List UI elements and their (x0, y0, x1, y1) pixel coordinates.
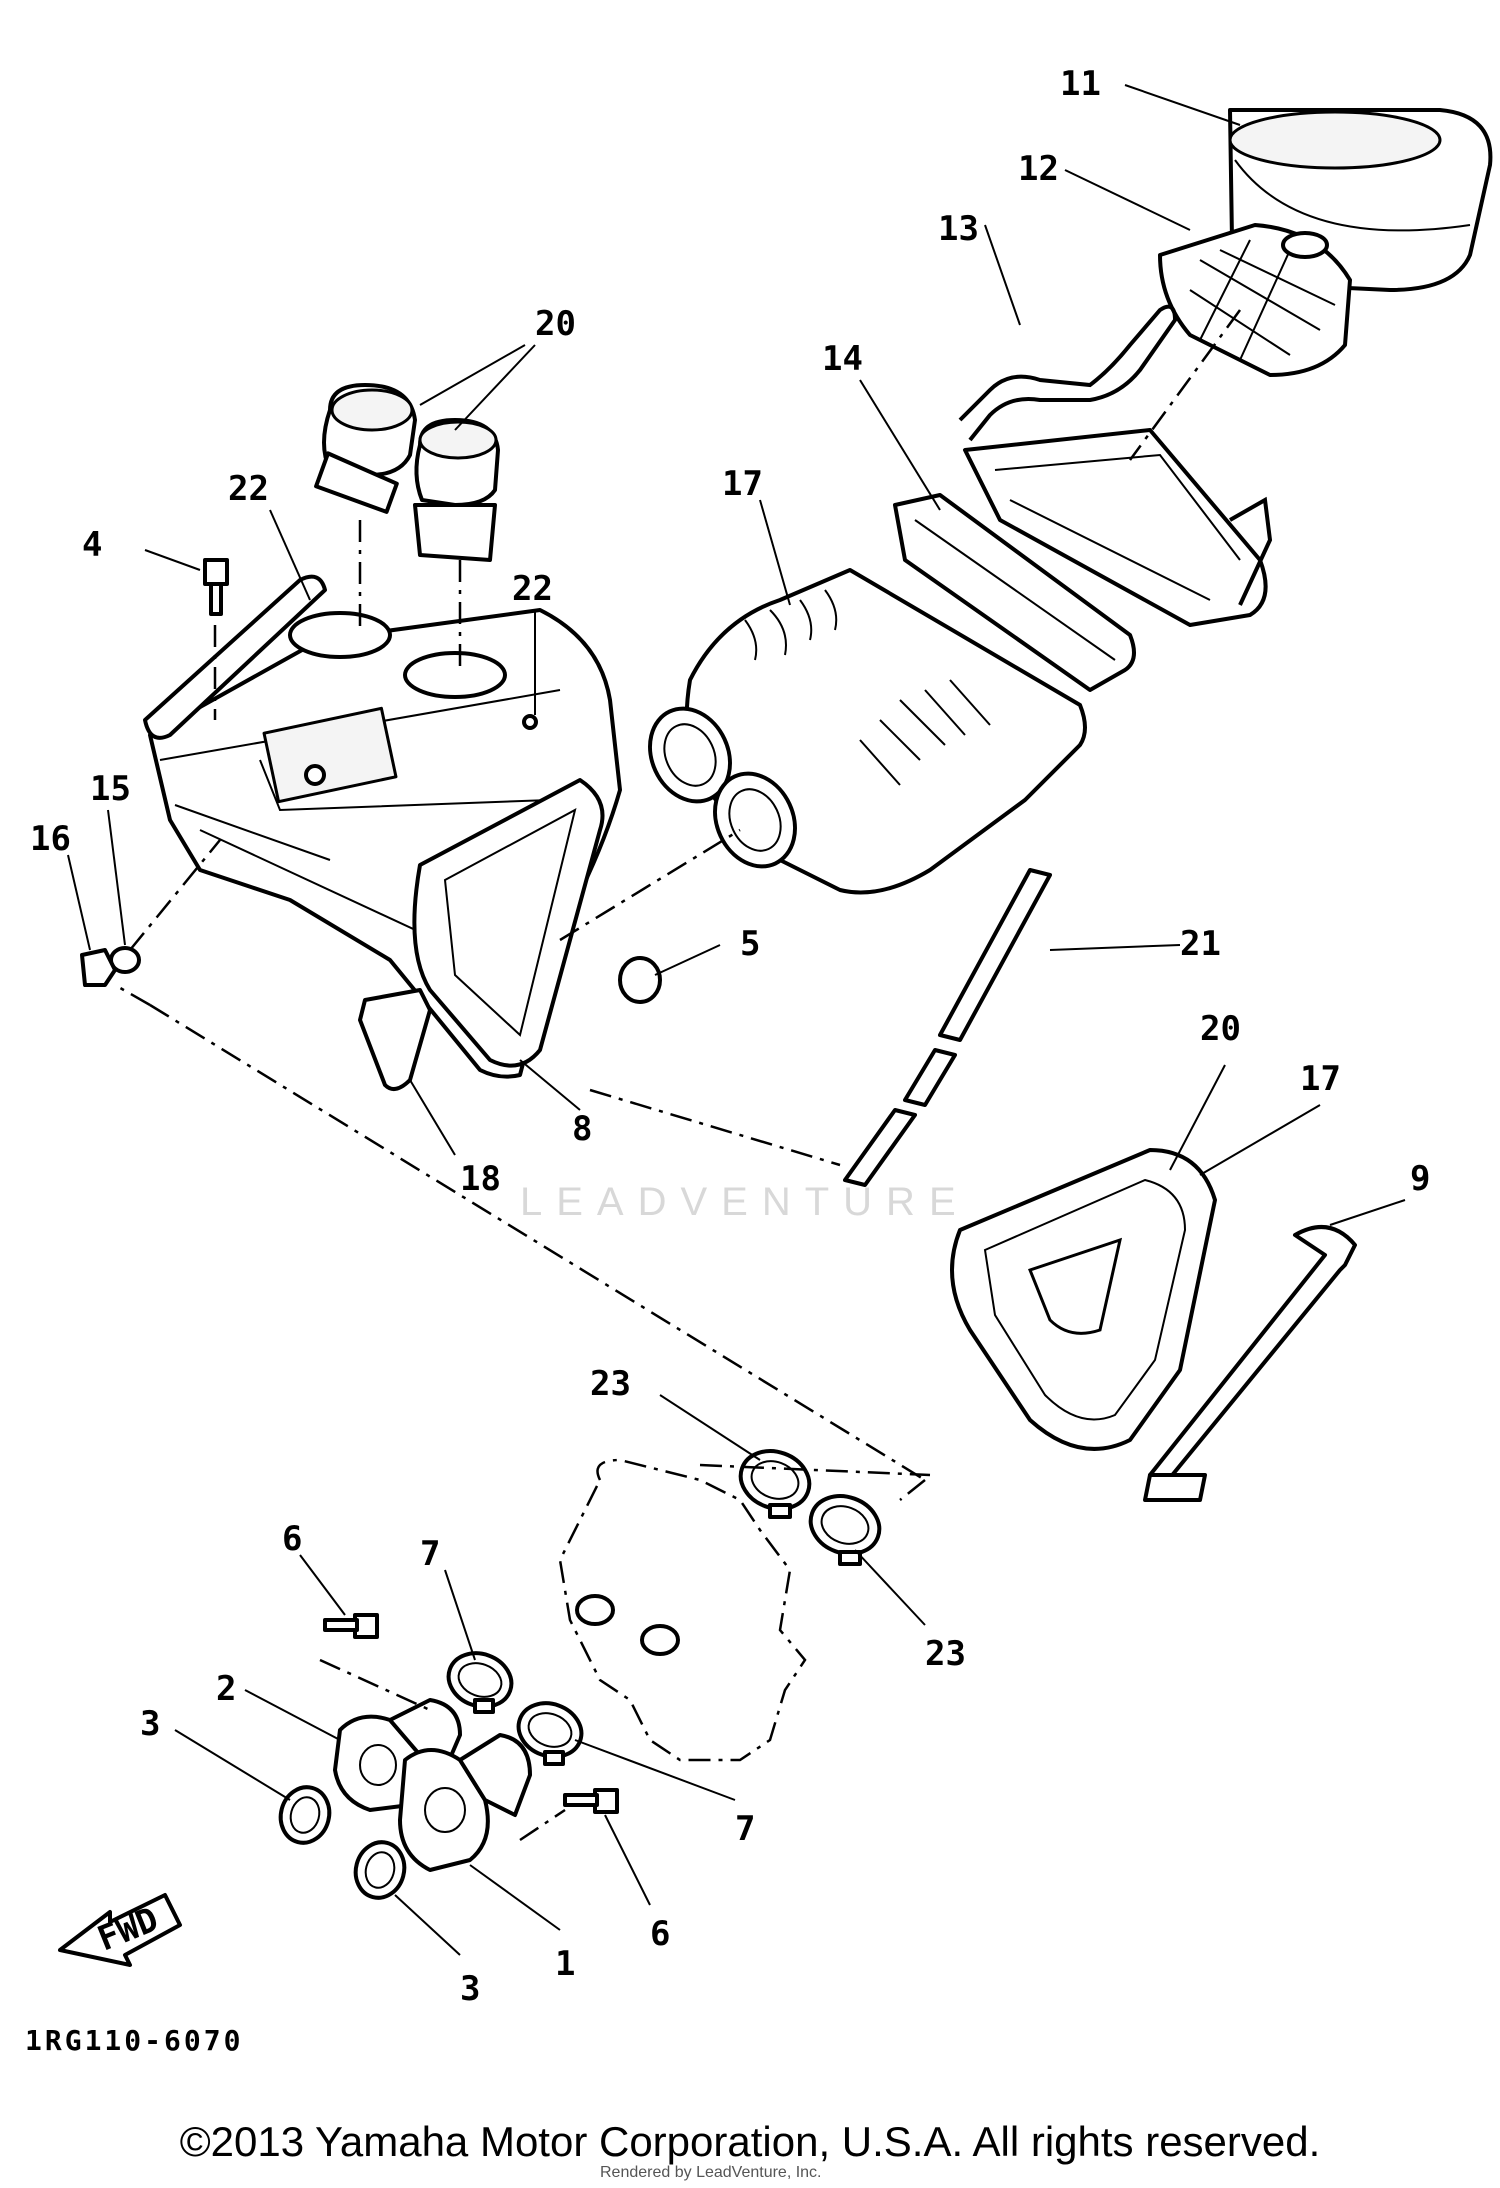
callout-12: 13 (938, 209, 979, 249)
assembly-lines (114, 309, 1242, 1842)
watermark: LEADVENTURE (520, 1180, 970, 1224)
drawing-code: 1RG110-6070 (25, 2024, 243, 2057)
callout-10: 11 (1060, 64, 1101, 104)
callout-22-right: 22 (512, 569, 553, 609)
part-3-o-ring-lower (353, 1840, 407, 1900)
callout-9: 9 (1410, 1159, 1430, 1199)
callout-1: 1 (555, 1944, 575, 1984)
part-18-drain-cap (358, 988, 432, 1091)
callout-13: 14 (822, 339, 863, 379)
part-1-joint (398, 1733, 532, 1872)
part-23-clamp-lower (808, 1494, 882, 1566)
callout-21: 21 (1180, 924, 1221, 964)
callout-14: 15 (90, 769, 131, 809)
callout-22-left: 22 (228, 469, 269, 509)
callout-4: 4 (82, 525, 102, 565)
part-13-cover-seal (893, 493, 1136, 692)
part-22-plate-left (143, 574, 327, 740)
callout-16: 17 (722, 464, 763, 504)
callout-5: 5 (740, 924, 760, 964)
part-5-damper (618, 956, 662, 1004)
callout-3-lower: 3 (460, 1969, 480, 2009)
part-6-bolt-upper (323, 1613, 379, 1639)
part-12-breather-pipe (958, 304, 1273, 627)
callout-7-lower: 7 (735, 1809, 755, 1849)
callout-17: 17 (1300, 1059, 1341, 1099)
rendered-by-note: Rendered by LeadVenture, Inc. (600, 2164, 822, 2181)
fwd-arrow-icon: FWD (58, 1893, 182, 1967)
callout-7-upper: 7 (420, 1534, 440, 1574)
callout-23-upper: 23 (590, 1364, 631, 1404)
copyright-text: ©2013 Yamaha Motor Corporation, U.S.A. A… (179, 2118, 1321, 2165)
part-19-air-horn (288, 383, 507, 699)
callout-18: 18 (460, 1159, 501, 1199)
part-6-bolt-lower (563, 1788, 619, 1814)
part-11-filter-guide (1158, 223, 1352, 377)
part-16-air-duct (648, 568, 1087, 895)
callout-20: 20 (1200, 1009, 1241, 1049)
leader-lines (67, 84, 1406, 1956)
callout-6-upper: 6 (282, 1519, 302, 1559)
part-7-clamp-upper (446, 1651, 514, 1714)
part-21-pipe (843, 868, 1052, 1187)
air-box-case (148, 608, 622, 1079)
callout-23-lower: 23 (925, 1634, 966, 1674)
carburetor-spigots (575, 1594, 680, 1656)
part-4-bolt (203, 558, 229, 616)
callout-8: 8 (572, 1109, 592, 1149)
part-3-o-ring-upper (278, 1785, 332, 1845)
callout-2: 2 (216, 1669, 236, 1709)
callout-15: 16 (30, 819, 71, 859)
part-17-seal (1028, 1237, 1123, 1335)
callout-6-lower: 6 (650, 1914, 670, 1954)
part-22-plate-right (522, 714, 538, 730)
part-9-band (1143, 1225, 1357, 1502)
part-23-clamp-upper (738, 1449, 812, 1519)
carburetor-outline (558, 1458, 807, 1762)
callout-11: 12 (1018, 149, 1059, 189)
callout-19: 20 (535, 304, 576, 344)
callout-labels: 11 12 13 14 17 20 22 22 4 5 21 20 17 9 1… (30, 64, 1430, 2009)
callout-3-upper: 3 (140, 1704, 160, 1744)
part-20-cover (950, 1148, 1217, 1451)
part-15-nut (80, 948, 117, 987)
